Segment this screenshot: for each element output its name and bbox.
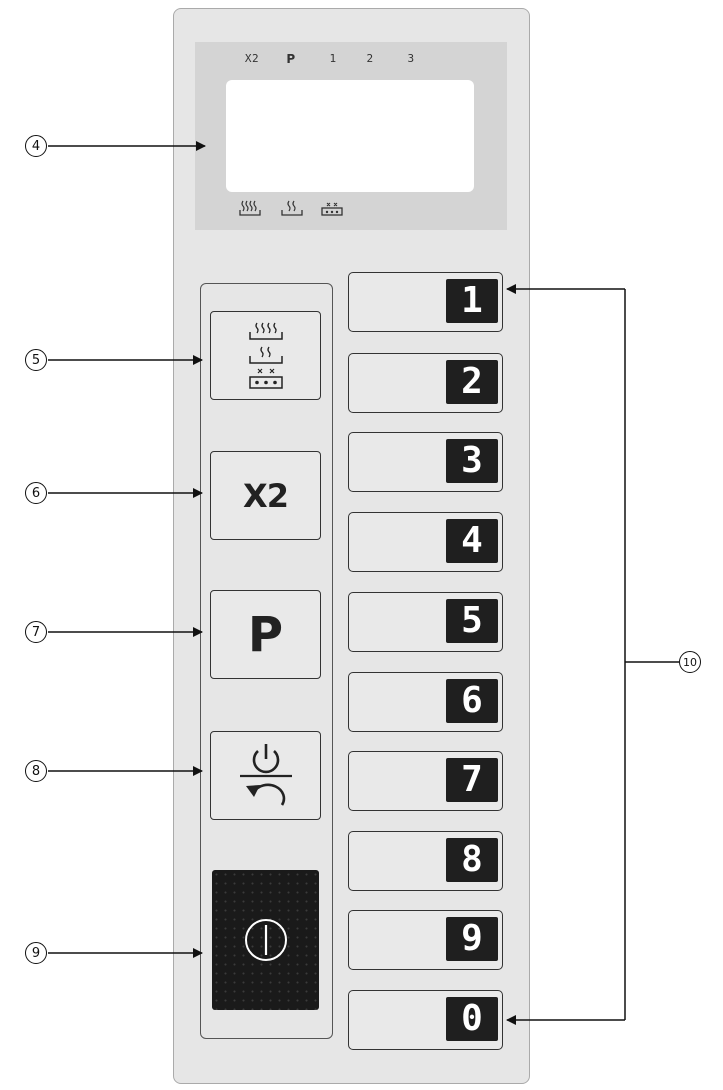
power-icon — [244, 919, 287, 961]
indicator-1: 1 — [329, 52, 337, 65]
number-key-1[interactable]: 1 — [348, 272, 503, 332]
digit-label: 8 — [446, 838, 498, 882]
number-key-6[interactable]: 6 — [348, 672, 503, 732]
indicator-3: 3 — [407, 52, 415, 65]
digit-label: 5 — [446, 599, 498, 643]
digit-label: 1 — [446, 279, 498, 323]
digit-label: 6 — [446, 679, 498, 723]
indicator-p: P — [286, 52, 296, 66]
stop-reset-icon — [239, 743, 292, 806]
digit-label: 7 — [446, 758, 498, 802]
callout-9: 9 — [25, 942, 47, 964]
number-key-8[interactable]: 8 — [348, 831, 503, 891]
number-key-3[interactable]: 3 — [348, 432, 503, 492]
indicator-x2: X2 — [244, 52, 260, 65]
digit-label: 0 — [446, 997, 498, 1041]
number-key-7[interactable]: 7 — [348, 751, 503, 811]
function-button-column — [200, 283, 333, 1039]
number-key-4[interactable]: 4 — [348, 512, 503, 572]
number-key-5[interactable]: 5 — [348, 592, 503, 652]
digit-label: 4 — [446, 519, 498, 563]
callout-8: 8 — [25, 760, 47, 782]
stop-reset-button[interactable] — [210, 731, 321, 820]
indicator-2: 2 — [366, 52, 374, 65]
number-key-2[interactable]: 2 — [348, 353, 503, 413]
digit-label: 2 — [446, 360, 498, 404]
digit-label: 9 — [446, 917, 498, 961]
callout-7: 7 — [25, 621, 47, 643]
number-key-9[interactable]: 9 — [348, 910, 503, 970]
power-button[interactable] — [212, 870, 319, 1010]
x2-label: X2 — [243, 476, 289, 515]
grill-icon — [321, 202, 343, 216]
callout-4: 4 — [25, 135, 47, 157]
p-label: P — [247, 606, 284, 663]
full-heat-icon — [239, 200, 261, 216]
callout-6: 6 — [25, 482, 47, 504]
callout-10: 10 — [679, 651, 701, 673]
callout-5: 5 — [25, 349, 47, 371]
heat-mode-stack-icon — [248, 322, 283, 389]
double-quantity-button[interactable]: X2 — [210, 451, 321, 540]
program-button[interactable]: P — [210, 590, 321, 679]
digit-label: 3 — [446, 439, 498, 483]
lcd-screen — [226, 80, 474, 192]
number-key-0[interactable]: 0 — [348, 990, 503, 1050]
half-heat-icon — [281, 200, 303, 216]
heat-mode-button[interactable] — [210, 311, 321, 400]
